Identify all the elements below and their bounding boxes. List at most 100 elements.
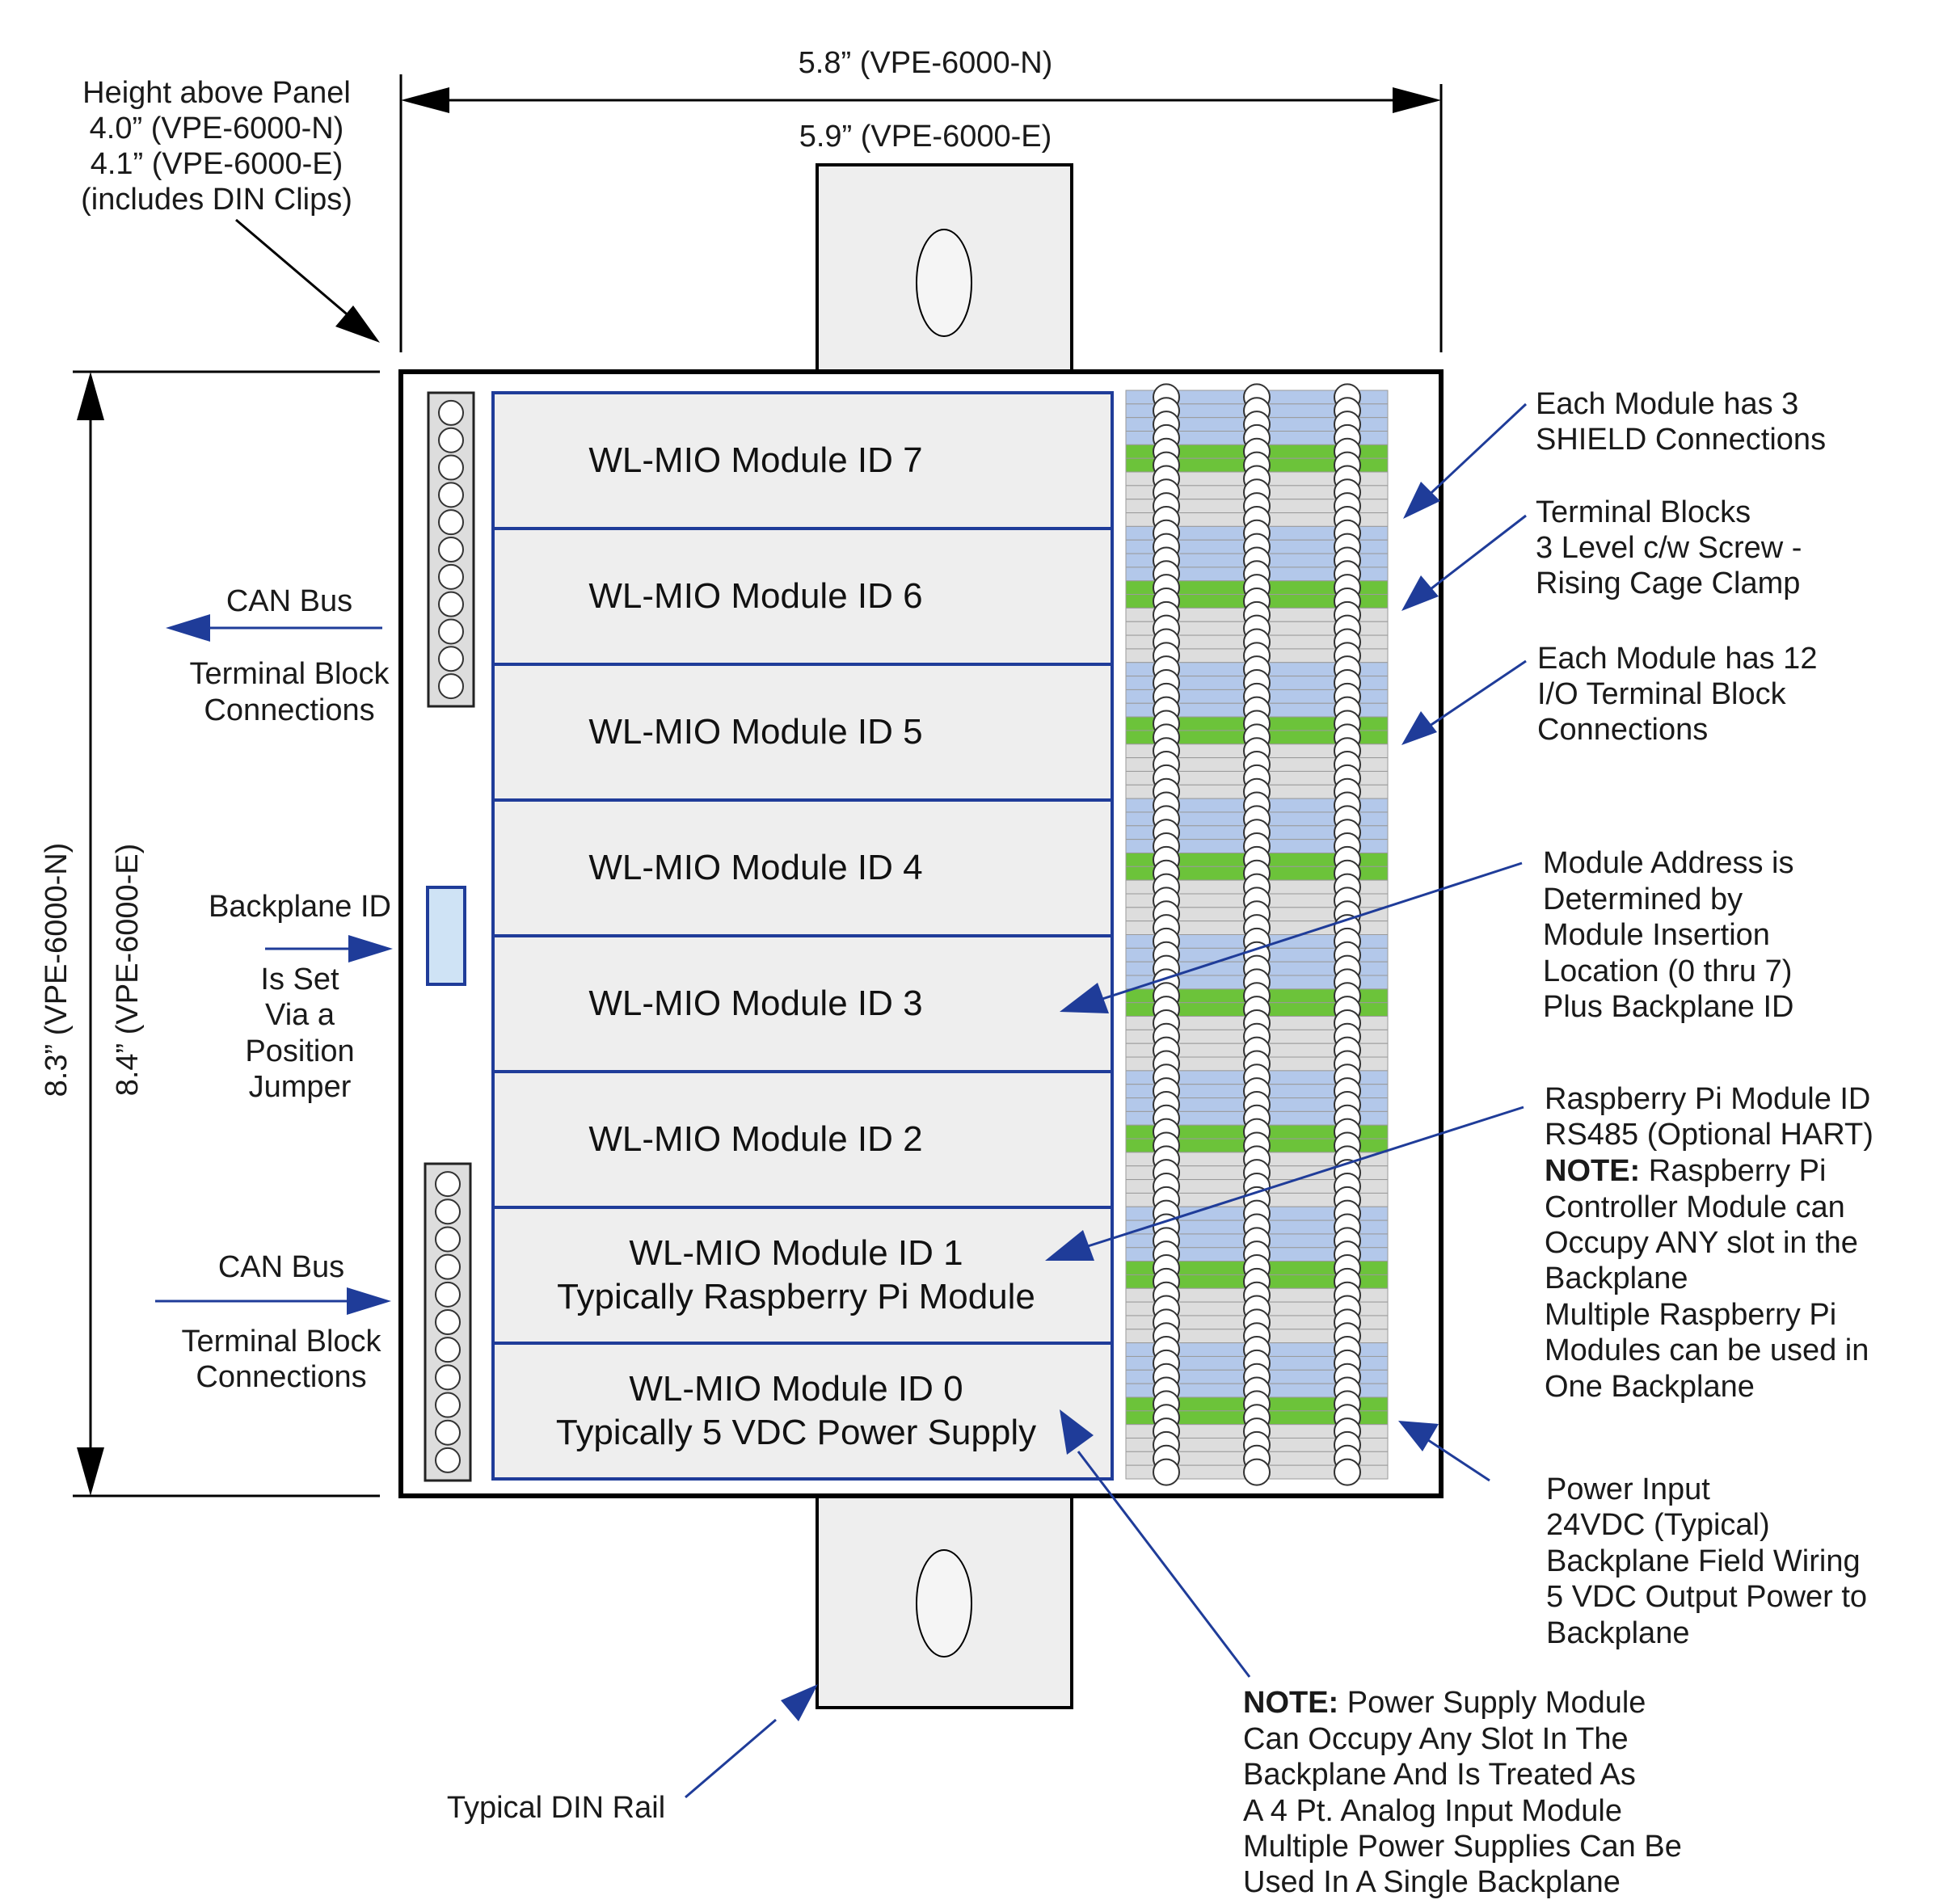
callout-io-line-3: Connections bbox=[1537, 713, 1708, 747]
terminal-row-80 bbox=[1125, 1458, 1389, 1486]
can-strip-bottom-terminal-9 bbox=[435, 1392, 461, 1418]
callout-address-arrowhead bbox=[1060, 983, 1109, 1013]
callout-rpi-line-9: One Backplane bbox=[1545, 1370, 1755, 1404]
callout-power-note: NOTE: Power Supply Module Can Occupy Any… bbox=[1060, 1409, 1682, 1899]
callout-power-input-line-2: 24VDC (Typical) bbox=[1546, 1508, 1770, 1542]
din-clip-top bbox=[816, 163, 1073, 373]
module-slot-1-subtitle: Typically Raspberry Pi Module bbox=[557, 1277, 1035, 1316]
callout-power-note-rest: Power Supply Module bbox=[1338, 1686, 1646, 1720]
callout-rpi-note-rest: Raspberry Pi bbox=[1640, 1154, 1826, 1188]
callout-terminal-blocks-line-3: Rising Cage Clamp bbox=[1536, 567, 1800, 600]
callout-io: Each Module has 12 I/O Terminal Block Co… bbox=[1401, 642, 1817, 747]
can-bus-top-title: CAN Bus bbox=[226, 584, 352, 618]
callout-power-input: Power Input 24VDC (Typical) Backplane Fi… bbox=[1398, 1421, 1867, 1650]
width-label-e: 5.9” (VPE-6000-E) bbox=[799, 120, 1052, 154]
din-clip-top-hole bbox=[916, 229, 972, 337]
backplane-id-line-2: Via a bbox=[265, 998, 335, 1032]
callout-din-rail-label: Typical DIN Rail bbox=[447, 1791, 665, 1825]
module-slot-2: WL-MIO Module ID 2 bbox=[491, 1070, 1114, 1209]
module-slot-3: WL-MIO Module ID 3 bbox=[491, 934, 1114, 1073]
callout-power-input-arrowhead bbox=[1398, 1421, 1439, 1451]
callout-address-line-4: Location (0 thru 7) bbox=[1543, 954, 1792, 988]
can-bus-bottom-title: CAN Bus bbox=[218, 1250, 344, 1284]
callout-power-note-line-6: Used In A Single Backplane bbox=[1243, 1865, 1621, 1899]
can-strip-bottom-terminal-10 bbox=[435, 1419, 461, 1446]
module-slot-3-title: WL-MIO Module ID 3 bbox=[588, 984, 922, 1023]
din-clip-bottom bbox=[816, 1494, 1073, 1709]
callout-address-line-5: Plus Backplane ID bbox=[1543, 990, 1794, 1024]
can-bus-top-line-2: Connections bbox=[204, 693, 374, 727]
callout-rpi-note-line: NOTE: Raspberry Pi bbox=[1545, 1154, 1826, 1188]
module-slot-1-frame bbox=[491, 1206, 1114, 1345]
can-strip-bottom-terminal-3 bbox=[435, 1226, 461, 1253]
callout-power-note-line-2: Can Occupy Any Slot In The bbox=[1243, 1722, 1629, 1756]
callout-terminal-blocks-line-2: 3 Level c/w Screw - bbox=[1536, 531, 1802, 565]
module-slot-6-frame bbox=[491, 527, 1114, 666]
callout-power-input-line-4: 5 VDC Output Power to bbox=[1546, 1580, 1867, 1614]
can-strip-bottom-terminal-2 bbox=[435, 1198, 461, 1225]
callout-raspberry-pi: Raspberry Pi Module ID RS485 (Optional H… bbox=[1045, 1082, 1873, 1404]
callout-power-note-line-3: Backplane And Is Treated As bbox=[1243, 1758, 1636, 1792]
width-dimension: 5.8” (VPE-6000-N) 5.9” (VPE-6000-E) bbox=[399, 46, 1443, 352]
callout-power-input-arrow bbox=[1425, 1437, 1490, 1482]
module-slot-5-frame bbox=[491, 663, 1114, 802]
height-arrowhead-top bbox=[77, 372, 104, 420]
module-slot-4: WL-MIO Module ID 4 bbox=[491, 798, 1114, 937]
callout-power-note-line-4: A 4 Pt. Analog Input Module bbox=[1243, 1794, 1622, 1828]
terminal-screw-80-2 bbox=[1243, 1458, 1271, 1486]
callout-rpi-arrow bbox=[1087, 1106, 1524, 1248]
callout-terminal-blocks: Terminal Blocks 3 Level c/w Screw - Risi… bbox=[1401, 495, 1802, 611]
can-strip-top-terminal-3 bbox=[438, 454, 464, 481]
height-label-e: 8.4” (VPE-6000-E) bbox=[111, 844, 145, 1097]
callout-io-line-1: Each Module has 12 bbox=[1537, 642, 1817, 676]
callout-rpi-note-bold: NOTE: bbox=[1545, 1154, 1640, 1188]
callout-io-line-2: I/O Terminal Block bbox=[1537, 677, 1787, 711]
callout-power-input-line-3: Backplane Field Wiring bbox=[1546, 1544, 1861, 1578]
panel-height-arrow-line bbox=[235, 218, 356, 323]
can-bus-bottom-line-1: Terminal Block bbox=[181, 1325, 381, 1358]
can-bus-top-arrowhead bbox=[166, 614, 210, 642]
panel-height-line-2: 4.0” (VPE-6000-N) bbox=[90, 112, 344, 145]
can-strip-bottom-terminal-4 bbox=[435, 1253, 461, 1280]
can-strip-top-terminal-4 bbox=[438, 482, 464, 508]
backplane-id-line-3: Position bbox=[245, 1034, 354, 1068]
can-terminal-strip-top bbox=[427, 391, 475, 708]
module-slot-4-title: WL-MIO Module ID 4 bbox=[588, 848, 922, 887]
module-slot-0-title: WL-MIO Module ID 0 bbox=[629, 1369, 963, 1409]
height-label-n: 8.3” (VPE-6000-N) bbox=[40, 843, 74, 1097]
callout-terminal-blocks-line-1: Terminal Blocks bbox=[1536, 495, 1751, 529]
module-slot-5-title: WL-MIO Module ID 5 bbox=[588, 712, 922, 752]
callout-power-note-line-5: Multiple Power Supplies Can Be bbox=[1243, 1830, 1682, 1864]
can-strip-top-terminal-7 bbox=[438, 563, 464, 590]
callout-rpi-line-1: Raspberry Pi Module ID bbox=[1545, 1082, 1870, 1116]
module-slot-7-frame bbox=[491, 391, 1114, 530]
terminal-screw-80-3 bbox=[1334, 1458, 1361, 1486]
callout-rpi-line-4: Controller Module can bbox=[1545, 1190, 1845, 1224]
can-strip-top-terminal-10 bbox=[438, 646, 464, 672]
can-strip-bottom-terminal-7 bbox=[435, 1337, 461, 1363]
can-bus-bottom-label-group: CAN Bus Terminal Block Connections bbox=[155, 1250, 391, 1394]
can-strip-top-terminal-1 bbox=[438, 399, 464, 426]
callout-address-arrow bbox=[1102, 861, 1523, 1000]
module-slots: WL-MIO Module ID 7WL-MIO Module ID 6WL-M… bbox=[491, 391, 1114, 1481]
width-arrowhead-left bbox=[401, 87, 449, 113]
backplane-id-arrowhead bbox=[348, 935, 393, 963]
callout-power-input-line-1: Power Input bbox=[1546, 1472, 1710, 1506]
callout-shield-line-2: SHIELD Connections bbox=[1536, 423, 1826, 457]
callout-address-line-2: Determined by bbox=[1543, 882, 1743, 916]
can-strip-bottom-terminal-5 bbox=[435, 1281, 461, 1308]
can-strip-top-terminal-2 bbox=[438, 427, 464, 453]
callout-shield-arrowhead bbox=[1403, 482, 1440, 519]
callout-address-line-3: Module Insertion bbox=[1543, 918, 1770, 952]
module-slot-7: WL-MIO Module ID 7 bbox=[491, 391, 1114, 530]
callout-address-line-1: Module Address is bbox=[1543, 846, 1794, 880]
callout-rpi-arrowhead bbox=[1045, 1230, 1094, 1261]
panel-height-arrowhead bbox=[335, 305, 380, 343]
panel-height-note: Height above Panel 4.0” (VPE-6000-N) 4.1… bbox=[81, 76, 380, 343]
module-slot-4-frame bbox=[491, 798, 1114, 937]
callout-din-rail-arrowhead bbox=[781, 1684, 818, 1721]
callout-io-arrowhead bbox=[1401, 711, 1437, 745]
callout-io-arrow bbox=[1427, 659, 1527, 729]
callout-power-note-arrowhead bbox=[1060, 1409, 1094, 1455]
